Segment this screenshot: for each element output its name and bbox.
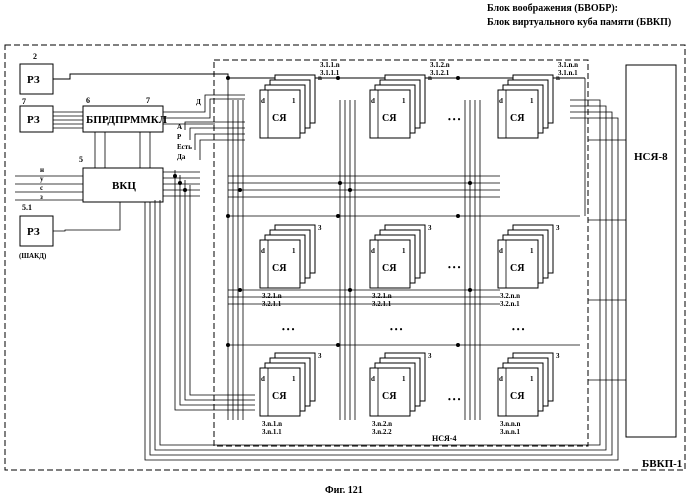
cell-stack: d 1СЯ 3 3.n.2.n3.n.2.2 [370,352,432,436]
nsya8-label: НСЯ-8 [634,151,668,163]
cell-id-line2: 3.n.2.2 [372,428,392,436]
stack-marker: 3 [428,352,432,360]
figure-caption: Фиг. 121 [325,485,363,496]
svg-text:БПРДПРММКЛ: БПРДПРММКЛ [86,114,168,126]
cell-label: СЯ [510,113,525,124]
cell-d-label: d [261,247,265,255]
cell-id-line2: 3.2.1.1 [262,300,282,308]
cell-1-label: 1 [402,247,406,255]
signal-da: Да [177,153,186,161]
cell-label: СЯ [382,391,397,402]
cell-id-line2: 3.2.n.1 [500,300,520,308]
cell-id-line1: 3.2.1.n [262,292,282,300]
cell-1-label: 1 [530,97,534,105]
cell-stack: d1СЯn3.1.2.n3.1.2.1 [370,61,450,138]
svg-text:5: 5 [79,155,83,164]
cell-id-line2: 3.1.2.1 [430,69,450,77]
cell-id-line1: 3.2.1.n [372,292,392,300]
junction-dots [173,76,472,347]
inner-label: НСЯ-4 [432,434,456,443]
outer-label: БВКП-1 [642,458,682,470]
cell-1-label: 1 [402,97,406,105]
cell-id-line1: 3.2.n.n [500,292,520,300]
ellipsis-col3: • • • [512,325,525,334]
cell-label: СЯ [272,113,287,124]
cell-1-label: 1 [292,97,296,105]
cell-label: СЯ [510,391,525,402]
vkc-input-n: н [40,166,44,174]
cell-stack: d 1СЯ 3 3.2.1.n3.2.1.1 [260,224,322,308]
stack-marker: 3 [428,224,432,232]
cell-id-line2: 3.1.1.1 [320,69,340,77]
svg-text:6: 6 [86,96,90,105]
cell-id-line1: 3.1.1.n [320,61,340,69]
vkc-input-s: с [40,184,43,192]
cell-stack: d 1СЯ 3 3.n.1.n3.n.1.1 [260,352,322,436]
cell-id-line2: 3.1.n.1 [558,69,578,77]
cell-stack: d 1СЯ 3 3.n.n.n3.n.n.1 [498,352,560,436]
bprd-block: 6 7 БПРДПРММКЛ [83,96,168,132]
svg-text:РЗ: РЗ [27,226,40,238]
cell-d-label: d [371,97,375,105]
svg-text:ВКЦ: ВКЦ [112,180,136,192]
rz-block-1: 2 РЗ [20,52,53,94]
ellipsis-row2: • • • [448,263,461,272]
svg-text:7: 7 [146,96,150,105]
rz-block-2: 7 РЗ [20,97,53,132]
header-line1: Блок воображения (БВОБР): [487,3,618,14]
ellipsis-row3: • • • [448,395,461,404]
signal-est: Есть [177,143,192,151]
cell-label: СЯ [510,263,525,274]
cell-d-label: d [261,375,265,383]
stack-marker: 3 [318,224,322,232]
cell-id-line2: 3.2.1.1 [372,300,392,308]
cell-d-label: d [499,97,503,105]
svg-text:5.1: 5.1 [22,203,32,212]
cell-id-line1: 3.n.n.n [500,420,521,428]
stack-marker: 3 [318,352,322,360]
cell-id-line1: 3.1.2.n [430,61,450,69]
signal-r: Р [177,133,182,141]
svg-text:2: 2 [33,52,37,61]
cell-id-line1: 3.n.1.n [262,420,282,428]
rz-block-3: 5.1 РЗ (ШАКД) [19,203,53,260]
svg-text:РЗ: РЗ [27,114,40,126]
ellipsis-row1: • • • [448,115,461,124]
cell-d-label: d [371,375,375,383]
cell-id-line1: 3.1.n.n [558,61,578,69]
cell-stack: d 1СЯ 3 3.2.n.n3.2.n.1 [498,224,560,308]
cell-label: СЯ [272,263,287,274]
cell-label: СЯ [382,263,397,274]
stack-marker: 3 [556,352,560,360]
cell-stack: d 1СЯ 3 3.2.1.n3.2.1.1 [370,224,432,308]
cell-stack: d1СЯn3.1.n.n3.1.n.1 [498,61,578,138]
stack-marker: 3 [556,224,560,232]
cell-grid: d1СЯn3.1.1.n3.1.1.1d1СЯn3.1.2.n3.1.2.1d1… [260,61,578,436]
cell-stack: d1СЯn3.1.1.n3.1.1.1 [260,61,340,138]
svg-text:(ШАКД): (ШАКД) [19,252,47,260]
cell-d-label: d [371,247,375,255]
cell-1-label: 1 [292,375,296,383]
cell-id-line2: 3.n.n.1 [500,428,521,436]
svg-text:7: 7 [22,97,26,106]
svg-text:РЗ: РЗ [27,74,40,86]
ellipsis-col1: • • • [282,325,295,334]
cell-id-line1: 3.n.2.n [372,420,392,428]
cell-1-label: 1 [530,375,534,383]
cell-d-label: d [499,375,503,383]
cell-label: СЯ [272,391,287,402]
nsya8-block [626,65,676,437]
cell-1-label: 1 [402,375,406,383]
cell-d-label: d [261,97,265,105]
cell-d-label: d [499,247,503,255]
cell-1-label: 1 [292,247,296,255]
cell-id-line2: 3.n.1.1 [262,428,282,436]
header-line2: Блок виртуального куба памяти (БВКП) [487,17,671,28]
ellipsis-col2: • • • [390,325,403,334]
signal-d: Д [196,98,201,106]
cell-label: СЯ [382,113,397,124]
cell-1-label: 1 [530,247,534,255]
